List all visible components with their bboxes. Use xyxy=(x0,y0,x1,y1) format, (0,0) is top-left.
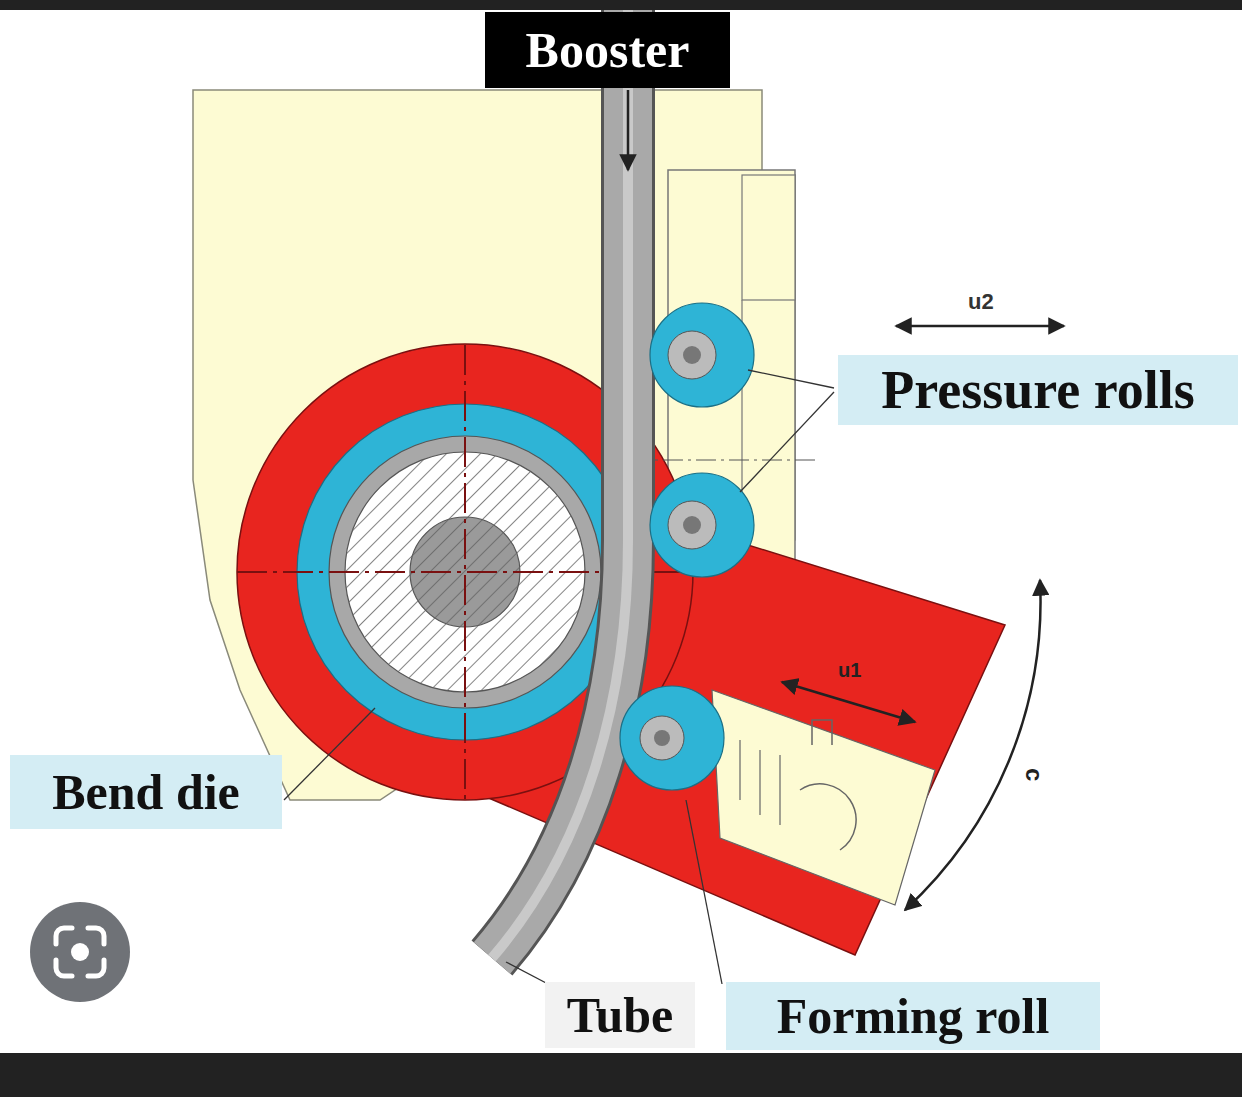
part-name: Pressure rolls xyxy=(881,362,1194,419)
part-label: Bend die xyxy=(10,755,282,829)
part-label: Pressure rolls xyxy=(838,355,1238,425)
part-label: Forming roll xyxy=(726,982,1100,1050)
leader-line xyxy=(284,370,834,984)
dimension-label: u2 xyxy=(968,290,994,313)
rotation-arrow xyxy=(905,580,1041,910)
pressure-roll xyxy=(650,473,754,577)
bottom-bar xyxy=(0,1053,1242,1097)
dimension-label: c xyxy=(1022,768,1047,781)
part-label: Tube xyxy=(545,982,695,1048)
carrier-slide xyxy=(742,175,795,300)
top-bar xyxy=(0,0,1242,10)
dimension-arrow xyxy=(782,682,915,722)
forming-roll xyxy=(620,686,724,790)
lens-icon xyxy=(30,902,130,1002)
roll-holder xyxy=(712,690,935,905)
tube xyxy=(492,10,628,958)
part-name: Bend die xyxy=(52,766,240,819)
dimension-label: u1 xyxy=(838,660,861,681)
part-name: Tube xyxy=(567,989,674,1042)
part-name: Forming roll xyxy=(777,990,1050,1043)
part-name: Booster xyxy=(526,24,690,77)
pressure-roll xyxy=(650,303,754,407)
feed-arrow xyxy=(627,90,630,170)
booster-label: Booster xyxy=(485,12,730,88)
dimension-arrow xyxy=(896,325,1064,328)
